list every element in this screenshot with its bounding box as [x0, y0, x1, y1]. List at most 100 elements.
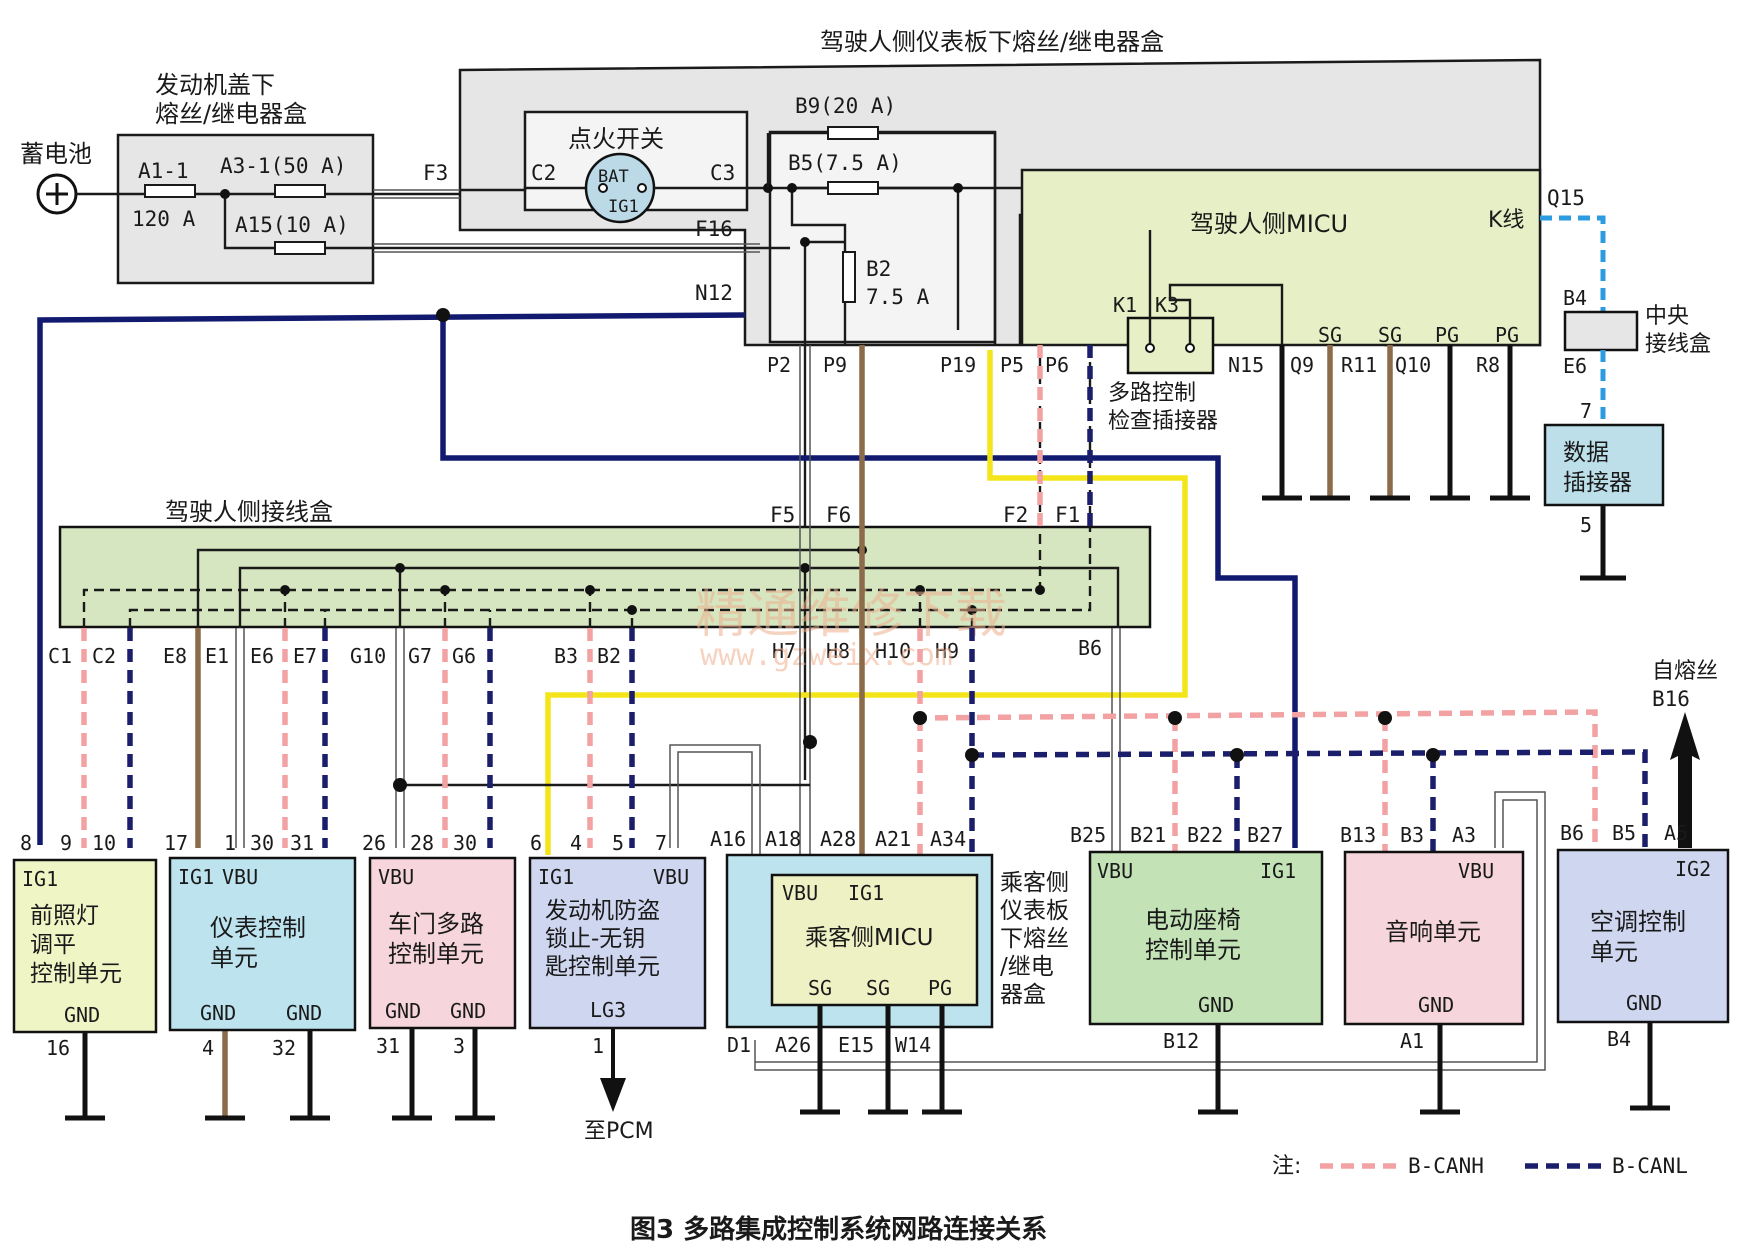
pmicu-pin-a16: A16 — [710, 827, 746, 851]
meter-pin-31: 31 — [290, 831, 314, 855]
conn-p2: P2 — [767, 353, 791, 377]
immo-line-3: 匙控制单元 — [545, 954, 660, 980]
door-vbu: VBU — [378, 865, 414, 889]
conn-c2: C2 — [531, 161, 556, 185]
immo-pin-5: 5 — [612, 831, 624, 855]
conn-n12: N12 — [695, 281, 733, 305]
legend: 注: B-CANH B-CANL — [1272, 1154, 1688, 1179]
multi-check-label-2: 检查插接器 — [1108, 409, 1218, 434]
watermark-url: www.gzweix.com — [700, 638, 953, 673]
headlight-pin-10: 10 — [92, 831, 116, 855]
micu-pg2: PG — [1495, 323, 1519, 347]
door-multiplex-unit: 26 28 30 VBU 车门多路 控制单元 GND GND 31 3 — [362, 831, 517, 1121]
immo-line-2: 锁止-无钥 — [545, 926, 645, 952]
conn-q10: Q10 — [1395, 353, 1431, 377]
audio-pin-a3: A3 — [1452, 823, 1476, 847]
pmicu-pin-d1: D1 — [727, 1033, 751, 1057]
immo-pin-4: 4 — [570, 831, 582, 855]
micu-sg1: SG — [1318, 323, 1342, 347]
driver-panel-box-title: 驾驶人侧仪表板下熔丝/继电器盒 — [820, 28, 1164, 56]
legend-canl: B-CANL — [1612, 1154, 1688, 1178]
immo-pin-7: 7 — [655, 831, 667, 855]
aircon-unit: B6 B5 A5 IG2 空调控制 单元 GND B4 — [1556, 821, 1730, 1111]
fuse-a15-symbol — [274, 241, 326, 255]
passenger-box-label-1: 乘客侧 — [1000, 870, 1069, 896]
door-pin-31: 31 — [376, 1034, 400, 1058]
power-seat-unit: B25 B21 B22 B27 VBU IG1 电动座椅 控制单元 GND B1… — [1070, 823, 1324, 1115]
door-pin-26: 26 — [362, 831, 386, 855]
conn-e6b: E6 — [250, 644, 274, 668]
seat-pin-b22: B22 — [1187, 823, 1223, 847]
conn-f5: F5 — [770, 503, 795, 527]
battery: 蓄电池 — [20, 140, 92, 215]
from-fuse-b16: B16 — [1652, 687, 1690, 711]
fuse-a15: A15(10 A) — [235, 213, 349, 237]
ac-pin-b6: B6 — [1560, 821, 1584, 845]
meter-gnd-2: GND — [286, 1001, 322, 1025]
conn-p6: P6 — [1045, 353, 1069, 377]
headlight-gnd: GND — [64, 1003, 100, 1027]
ac-pin-a5: A5 — [1664, 821, 1688, 845]
meter-pin-1: 1 — [224, 831, 236, 855]
pmicu-vbu: VBU — [782, 881, 818, 905]
immo-pin-1: 1 — [592, 1034, 604, 1058]
meter-line-2: 单元 — [210, 944, 258, 972]
conn-f16: F16 — [695, 217, 733, 241]
immo-line-1: 发动机防盗 — [545, 898, 660, 924]
conn-f6: F6 — [826, 503, 851, 527]
conn-g6: G6 — [452, 644, 476, 668]
seat-pin-b21: B21 — [1130, 823, 1166, 847]
conn-e8: E8 — [163, 644, 187, 668]
conn-p9: P9 — [823, 353, 847, 377]
immo-pin-6: 6 — [530, 831, 542, 855]
conn-f2: F2 — [1003, 503, 1028, 527]
conn-c2b: C2 — [92, 644, 116, 668]
headlight-line-3: 控制单元 — [30, 961, 122, 987]
conn-h7: H7 — [772, 639, 796, 663]
meter-pin-32: 32 — [272, 1036, 296, 1060]
conn-h10: H10 — [875, 639, 911, 663]
to-pcm-label: 至PCM — [584, 1119, 654, 1144]
pmicu-name: 乘客侧MICU — [805, 925, 934, 951]
audio-vbu: VBU — [1458, 859, 1494, 883]
audio-gnd: GND — [1418, 993, 1454, 1017]
conn-p5: P5 — [1000, 353, 1024, 377]
headlight-leveling-unit: 8 9 10 IG1 前照灯 调平 控制单元 GND 16 — [12, 831, 158, 1121]
multiplex-check-connector: K1 K3 多路控制 检查插接器 — [1108, 270, 1284, 434]
fuse-b9: B9(20 A) — [795, 94, 896, 118]
immo-lg3: LG3 — [590, 998, 626, 1022]
conn-g7: G7 — [408, 644, 432, 668]
conn-e1: E1 — [205, 644, 229, 668]
conn-pin5: 5 — [1580, 513, 1592, 537]
ignition-bat-label: BAT — [598, 167, 629, 187]
audio-pin-b13: B13 — [1340, 823, 1376, 847]
ignition-ig1-label: IG1 — [608, 197, 639, 217]
pmicu-pin-w14: W14 — [895, 1033, 931, 1057]
conn-h9: H9 — [935, 639, 959, 663]
multi-check-label-1: 多路控制 — [1108, 381, 1196, 406]
driver-micu-label: 驾驶人侧MICU — [1190, 210, 1348, 238]
fuse-b5: B5(7.5 A) — [788, 151, 902, 175]
audio-pin-a1: A1 — [1400, 1029, 1424, 1053]
pmicu-pin-a21: A21 — [875, 827, 911, 851]
pmicu-ig1: IG1 — [848, 881, 884, 905]
immo-ig1: IG1 — [538, 865, 574, 889]
meter-pin-17: 17 — [164, 831, 188, 855]
passenger-fuse-box: A16 A18 A28 A21 A34 VBU IG1 乘客侧MICU SG S… — [710, 827, 1069, 1115]
fuse-a1-1-rating: 120 A — [132, 207, 196, 231]
immo-vbu: VBU — [653, 865, 689, 889]
passenger-box-label-2: 仪表板 — [1000, 898, 1069, 924]
conn-c3: C3 — [710, 161, 735, 185]
passenger-box-label-4: /继电 — [1000, 954, 1054, 980]
fuse-b9-symbol — [827, 126, 879, 140]
engine-fuse-box: 发动机盖下 熔丝/继电器盒 A1-1 120 A A3-1(50 A) A15(… — [116, 71, 375, 285]
driver-box-fuses: B9(20 A) B5(7.5 A) B2 7.5 A — [763, 94, 997, 780]
seat-pin-b12: B12 — [1163, 1029, 1199, 1053]
audio-pin-b3: B3 — [1400, 823, 1424, 847]
fuse-b2: B2 — [866, 257, 891, 281]
ignition-switch-label: 点火开关 — [568, 125, 664, 153]
data-connector-label-1: 数据 — [1563, 440, 1609, 466]
conn-r11: R11 — [1341, 353, 1377, 377]
conn-b4: B4 — [1563, 286, 1587, 310]
passenger-box-label-3: 下熔丝 — [1000, 926, 1069, 952]
